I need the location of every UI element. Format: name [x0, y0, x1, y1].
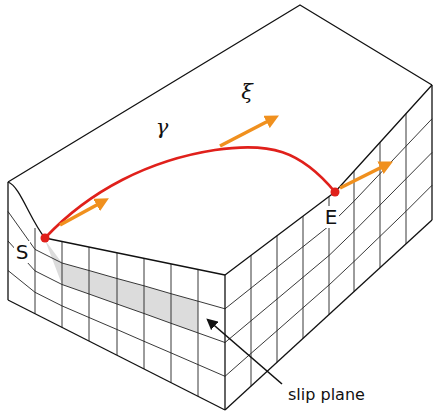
dislocation-line — [45, 147, 335, 238]
start-label-holder: S — [14, 241, 31, 263]
start-label: S — [14, 241, 31, 263]
leader-arrow — [208, 320, 282, 384]
curve-symbol: γ — [154, 116, 171, 139]
top-face — [8, 5, 432, 275]
left-face-grid — [8, 212, 225, 397]
end-label-holder: E — [323, 206, 340, 228]
start-point — [41, 234, 50, 243]
block-outline — [8, 5, 432, 410]
end-label: E — [323, 206, 340, 228]
tangent-symbol: ξ — [239, 81, 255, 104]
end-point — [331, 188, 340, 197]
callout-label: slip plane — [286, 386, 367, 404]
right-face-grid — [225, 114, 432, 386]
callout-label-holder: slip plane — [286, 386, 367, 404]
curve-symbol-holder: γ — [154, 116, 171, 139]
tangent-symbol-holder: ξ — [239, 81, 255, 104]
